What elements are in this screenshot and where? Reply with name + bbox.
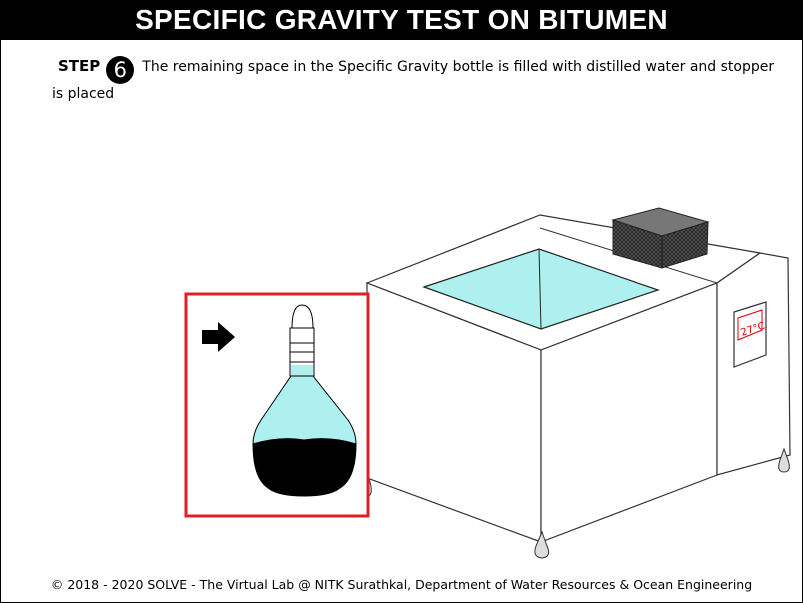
footer-copyright: © 2018 - 2020 SOLVE - The Virtual Lab @ …: [50, 577, 753, 592]
right-arrow-icon: [202, 322, 235, 352]
bath-water: [422, 248, 660, 330]
specific-gravity-bottle[interactable]: [252, 304, 357, 497]
title-bar: [0, 0, 803, 40]
heater-box: [611, 207, 710, 269]
instruction-text: The remaining space in the Specific Grav…: [52, 59, 775, 102]
temperature-display: 27°C: [733, 301, 767, 368]
step-label: STEP: [58, 57, 101, 75]
step-number-badge: 6: [106, 56, 135, 84]
page-title: SPECIFIC GRAVITY TEST ON BITUMEN: [135, 4, 668, 35]
